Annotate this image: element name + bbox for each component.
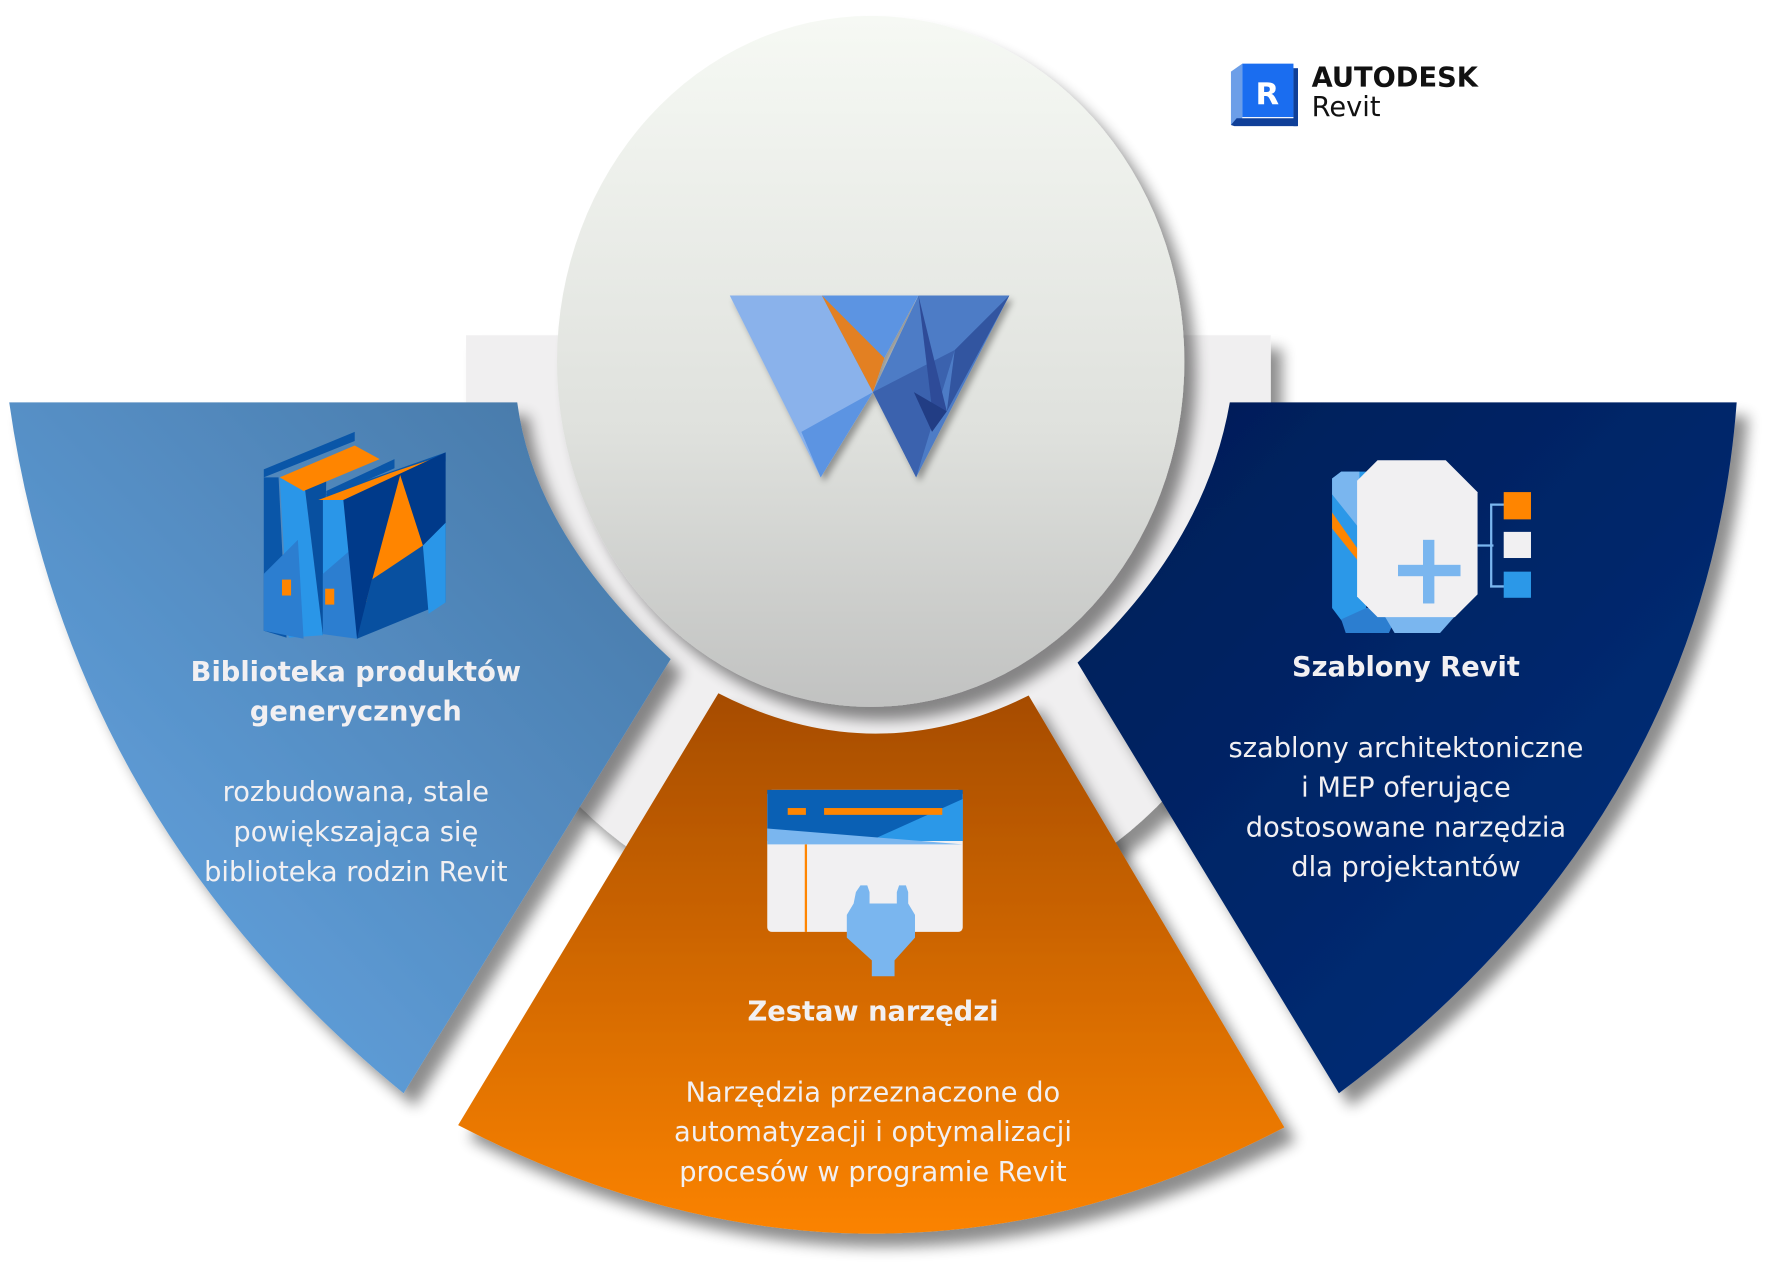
segment-templates-title: Szablony Revit xyxy=(1292,652,1520,683)
segment-templates-body-line4: dla projektantów xyxy=(1291,852,1520,883)
segment-library-body-line1: rozbudowana, stale xyxy=(223,777,489,808)
segment-templates-body-line1: szablony architektoniczne xyxy=(1229,733,1584,764)
plugin-window-icon xyxy=(767,789,963,977)
segment-templates-shape xyxy=(1077,402,1737,1094)
segment-library-body-line3: biblioteka rodzin Revit xyxy=(204,857,508,888)
revit-logo-letter: R xyxy=(1256,78,1280,113)
segment-toolkit-body-line2: automatyzacji i optymalizacji xyxy=(674,1117,1072,1148)
books-icon xyxy=(263,431,446,639)
brand-autodesk: AUTODESK xyxy=(1312,62,1479,93)
segment-library-body-line2: powiększająca się xyxy=(233,817,478,848)
segment-templates-body-line3: dostosowane narzędzia xyxy=(1246,812,1566,843)
segment-templates-body-line2: i MEP oferujące xyxy=(1301,773,1511,804)
segment-toolkit-text: Zestaw narzędzi Narzędzia przeznaczone d… xyxy=(674,997,1072,1188)
revit-logo-icon xyxy=(1230,63,1243,126)
segment-library[interactable] xyxy=(9,402,671,1094)
segment-toolkit[interactable] xyxy=(458,693,1285,1234)
segment-toolkit-body-line3: procesów w programie Revit xyxy=(679,1157,1067,1188)
segment-templates[interactable] xyxy=(1077,402,1737,1094)
segment-library-title-line1: Biblioteka produktów xyxy=(191,657,521,688)
segment-templates-text: Szablony Revit szablony architektoniczne… xyxy=(1229,652,1584,883)
segment-toolkit-body-line1: Narzędzia przeznaczone do xyxy=(686,1077,1061,1108)
brand-revit: Revit xyxy=(1312,92,1381,123)
segment-library-shape xyxy=(9,402,671,1094)
w-logo-icon xyxy=(729,295,1010,478)
autodesk-revit-logo: R AUTODESK Revit xyxy=(1230,62,1479,127)
plug-icon xyxy=(846,885,916,977)
template-add-icon xyxy=(1332,460,1531,634)
segment-toolkit-shape xyxy=(458,693,1285,1234)
segment-toolkit-title: Zestaw narzędzi xyxy=(747,997,998,1028)
segment-library-text: Biblioteka produktów generycznych rozbud… xyxy=(191,657,521,888)
segment-library-title-line2: generycznych xyxy=(250,697,462,728)
